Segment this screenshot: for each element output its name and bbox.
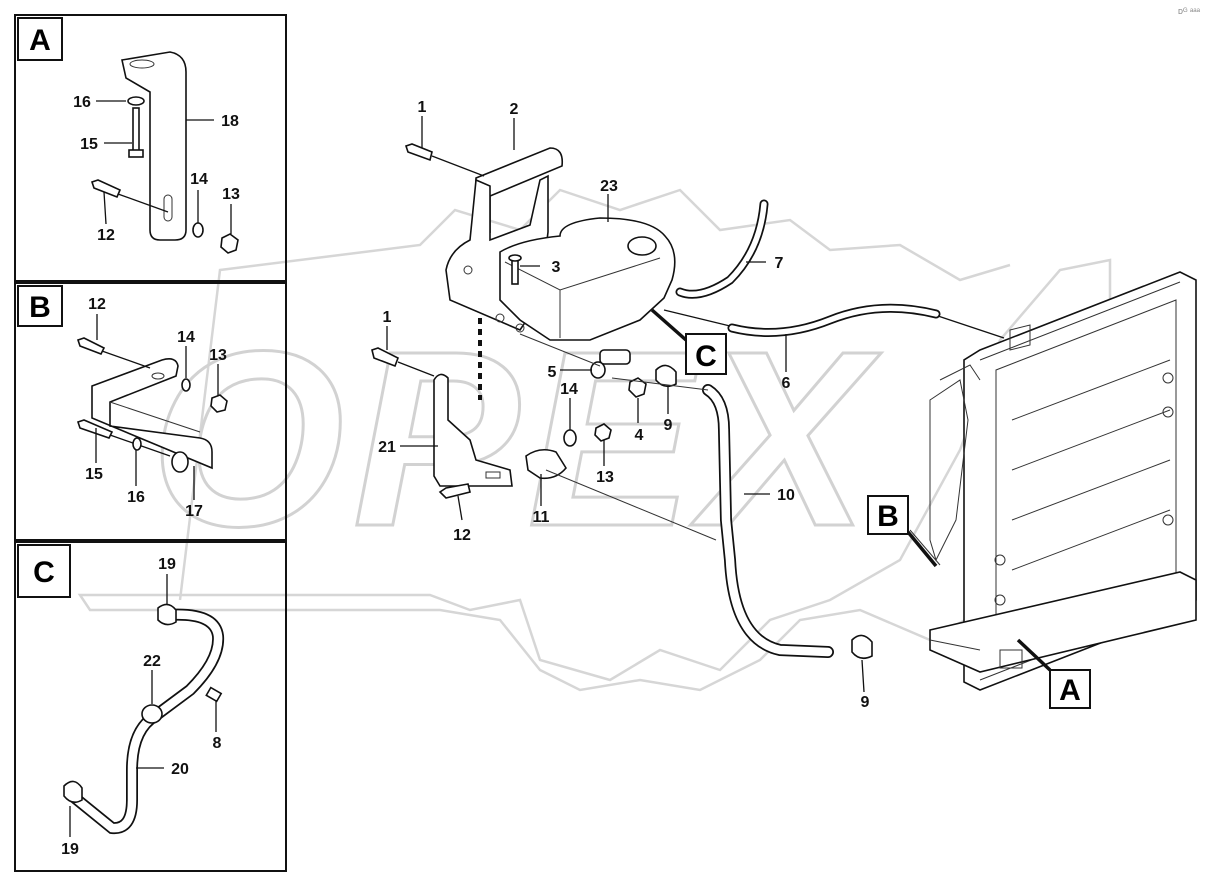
callout-5: 5 — [548, 364, 557, 381]
callout-2: 2 — [510, 101, 519, 118]
clamp-11 — [525, 448, 567, 480]
bolt-1-lower — [371, 347, 400, 368]
watermark: OPEX — [77, 188, 1112, 692]
callout-14-b: 14 — [177, 329, 195, 346]
panel-c: C 19 22 8 20 19 — [17, 544, 225, 858]
callout-13-main: 13 — [596, 469, 614, 486]
nut-13-main — [594, 423, 612, 442]
callout-23: 23 — [600, 178, 618, 195]
nut-4 — [628, 377, 647, 398]
callout-14: 14 — [190, 171, 208, 188]
callout-19-bottom: 19 — [61, 841, 79, 858]
bolt-15-head — [128, 149, 144, 158]
callout-15: 15 — [80, 136, 98, 153]
callout-7: 7 — [775, 255, 784, 272]
bolt-15 — [132, 107, 140, 153]
panel-a-frame — [14, 14, 287, 282]
callout-1-lower: 1 — [383, 309, 392, 326]
nut-13 — [220, 233, 239, 254]
callout-a-arrow — [1016, 638, 1052, 672]
clamp-22 — [141, 704, 163, 724]
callout-c-letter: C — [695, 340, 717, 373]
panel-b-letter: B — [29, 291, 51, 324]
callout-16: 16 — [73, 94, 91, 111]
callout-17: 17 — [185, 503, 203, 520]
bolt-12-main — [438, 483, 471, 499]
panel-a-letter: A — [29, 24, 51, 57]
panel-a: A 16 18 15 14 13 12 — [17, 17, 240, 254]
callout-13: 13 — [222, 186, 240, 203]
callout-16-b: 16 — [127, 489, 145, 506]
reservoir-cap — [627, 236, 657, 256]
bracket-18 — [121, 51, 187, 241]
callout-12-b: 12 — [88, 296, 106, 313]
bolt-3 — [511, 259, 519, 285]
callout-9-top: 9 — [664, 417, 673, 434]
panel-c-frame — [14, 541, 287, 872]
washer-16-b — [132, 437, 142, 451]
callout-6: 6 — [782, 375, 791, 392]
callout-10: 10 — [777, 487, 795, 504]
callout-a-letter: A — [1059, 674, 1081, 707]
callout-22: 22 — [143, 653, 161, 670]
washer-14-b — [181, 378, 191, 392]
watermark-text: OPEX — [150, 299, 882, 578]
panel-b-label-box — [17, 285, 63, 327]
bracket-17-hole — [171, 451, 189, 473]
corner-mark: ᴅᴳ ᵃᵃᵃ — [1178, 6, 1201, 16]
bracket-17 — [91, 358, 213, 470]
clamp-19-bottom — [63, 780, 83, 804]
callout-20: 20 — [171, 761, 189, 778]
callout-3: 3 — [552, 259, 561, 276]
panel-b-frame — [14, 282, 287, 541]
panel-a-label-box — [17, 17, 63, 61]
clamp-19-top — [157, 603, 177, 626]
callout-21: 21 — [378, 439, 396, 456]
callout-19-top: 19 — [158, 556, 176, 573]
watermark-top-arc — [178, 188, 1011, 601]
callout-12: 12 — [97, 227, 115, 244]
clamp-9-top — [655, 364, 677, 388]
callout-c-box — [685, 333, 727, 375]
callout-13-b: 13 — [209, 347, 227, 364]
callout-a-box — [1049, 669, 1091, 709]
bolt-12 — [90, 179, 122, 199]
callout-11: 11 — [533, 509, 550, 526]
bolt-12-b — [76, 337, 106, 356]
bolt-1-top — [404, 143, 433, 162]
callout-8: 8 — [213, 735, 222, 752]
washer-14 — [192, 222, 204, 238]
bracket-21 — [433, 373, 513, 487]
callout-15-b: 15 — [85, 466, 103, 483]
bolt-12-axis — [117, 193, 169, 213]
panel-b: B 12 14 13 15 16 17 — [17, 285, 228, 520]
callout-b-letter: B — [877, 500, 899, 533]
nut-13-b — [210, 394, 228, 413]
callout-9-lower: 9 — [861, 694, 870, 711]
reservoir-outlet — [599, 349, 631, 365]
callout-12-main: 12 — [453, 527, 471, 544]
callout-b-box — [867, 495, 909, 535]
panel-c-label-box — [17, 544, 71, 598]
clamp-9-lower — [851, 634, 873, 660]
main-assembly: 1 2 23 3 7 1 C 5 14 4 9 6 21 13 10 11 12… — [371, 99, 1197, 711]
callout-b-arrow — [906, 530, 938, 568]
callout-14-main: 14 — [560, 381, 578, 398]
callout-18: 18 — [221, 113, 239, 130]
callout-1-top: 1 — [418, 99, 427, 116]
bracket-18-slot-side — [163, 194, 173, 222]
washer-5 — [590, 361, 606, 379]
callout-4: 4 — [635, 427, 644, 444]
callout-c-arrow — [650, 308, 688, 342]
watermark-gear-outline — [77, 258, 1112, 692]
panel-frames — [14, 14, 287, 872]
bracket-18-slot-top — [129, 59, 155, 69]
radiator-frame — [929, 271, 1197, 691]
washer-16 — [127, 96, 145, 106]
plug-8 — [205, 686, 223, 703]
washer-14-main — [563, 429, 577, 447]
panel-c-letter: C — [33, 556, 55, 589]
